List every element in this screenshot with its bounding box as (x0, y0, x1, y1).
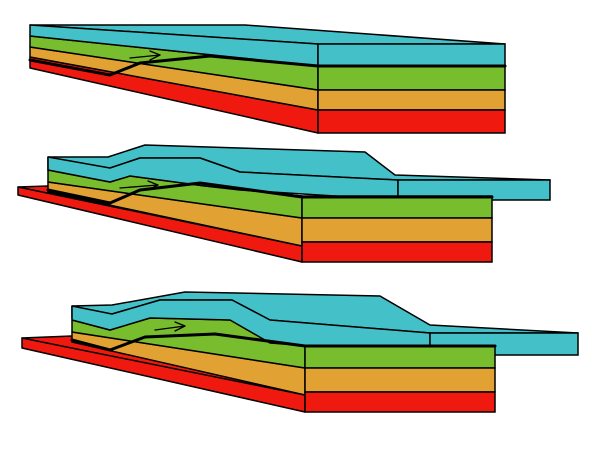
stage-3-fault-line (70, 332, 497, 352)
stage-1-red-end (317, 109, 506, 134)
stage-2-fault-line (46, 181, 494, 205)
stage-1-green-end (317, 65, 506, 91)
stage-2-green-end (301, 195, 493, 219)
block-stage-1 (28, 24, 507, 134)
stage-3-orange-end (304, 367, 496, 393)
stage-3-red-end (304, 391, 496, 413)
stage-2-orange-end (301, 217, 493, 243)
stage-2-red-end (301, 241, 493, 263)
stage-3-green-end (304, 345, 496, 369)
stage-1-fault-line (28, 54, 507, 77)
stage-2-slip-arrow-tail (147, 184, 159, 191)
stage-1-orange-end (317, 89, 506, 111)
stage-3-slip-arrow-tail (174, 325, 186, 332)
stage-1-cyan-end (317, 43, 506, 67)
block-stage-3 (21, 291, 579, 413)
block-stage-2 (17, 144, 551, 263)
stage-1-slip-arrow-tail (149, 54, 161, 61)
